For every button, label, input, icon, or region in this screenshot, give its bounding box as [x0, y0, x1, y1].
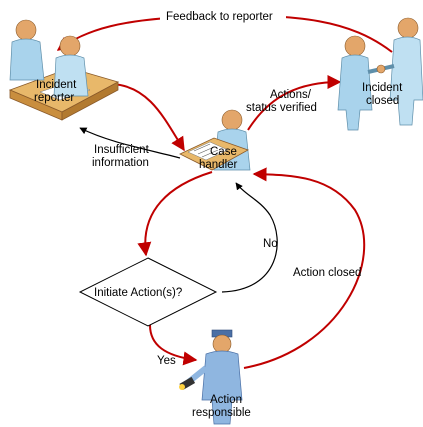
decision-label: Initiate Action(s)? [94, 287, 182, 299]
insufficient-info-label-line2: information [92, 157, 149, 169]
handler-to-decision-arrow [137, 171, 213, 257]
action-closed-arrow [243, 167, 366, 369]
action-responsible-label-line1: Action [210, 394, 242, 406]
yes-arrow [149, 324, 198, 366]
incident-closed-label-line1: Incident [362, 82, 403, 94]
case-handler-label-line2: handler [199, 159, 238, 171]
handler-to-closed-arrow [247, 75, 342, 131]
action-responsible-figure [179, 329, 243, 425]
case-handler-label-line1: Case [210, 146, 237, 158]
incident-closed-label-line2: closed [366, 95, 399, 107]
insufficient-info-arrow [79, 127, 181, 159]
incident-reporter-label-line2: reporter [34, 92, 74, 104]
incident-reporter-label-line1: Incident [36, 79, 77, 91]
actions-verified-label-line1: Actions/ [270, 89, 312, 101]
feedback-label: Feedback to reporter [166, 11, 273, 23]
insufficient-info-label-line1: Insufficient [94, 144, 150, 156]
case-handler-figure [179, 109, 251, 171]
yes-label: Yes [157, 355, 176, 367]
report-to-handler-arrow [111, 83, 185, 152]
action-responsible-label-line2: responsible [192, 407, 251, 419]
incident-reporter-figure [8, 19, 120, 121]
decision-diamond [78, 257, 218, 327]
actions-verified-label-line2: status verified [246, 102, 317, 114]
no-arrow [221, 182, 278, 293]
feedback-label-bg [160, 8, 286, 24]
action-closed-label: Action closed [293, 267, 361, 279]
incident-closed-figure [337, 17, 423, 131]
no-label: No [263, 238, 278, 250]
